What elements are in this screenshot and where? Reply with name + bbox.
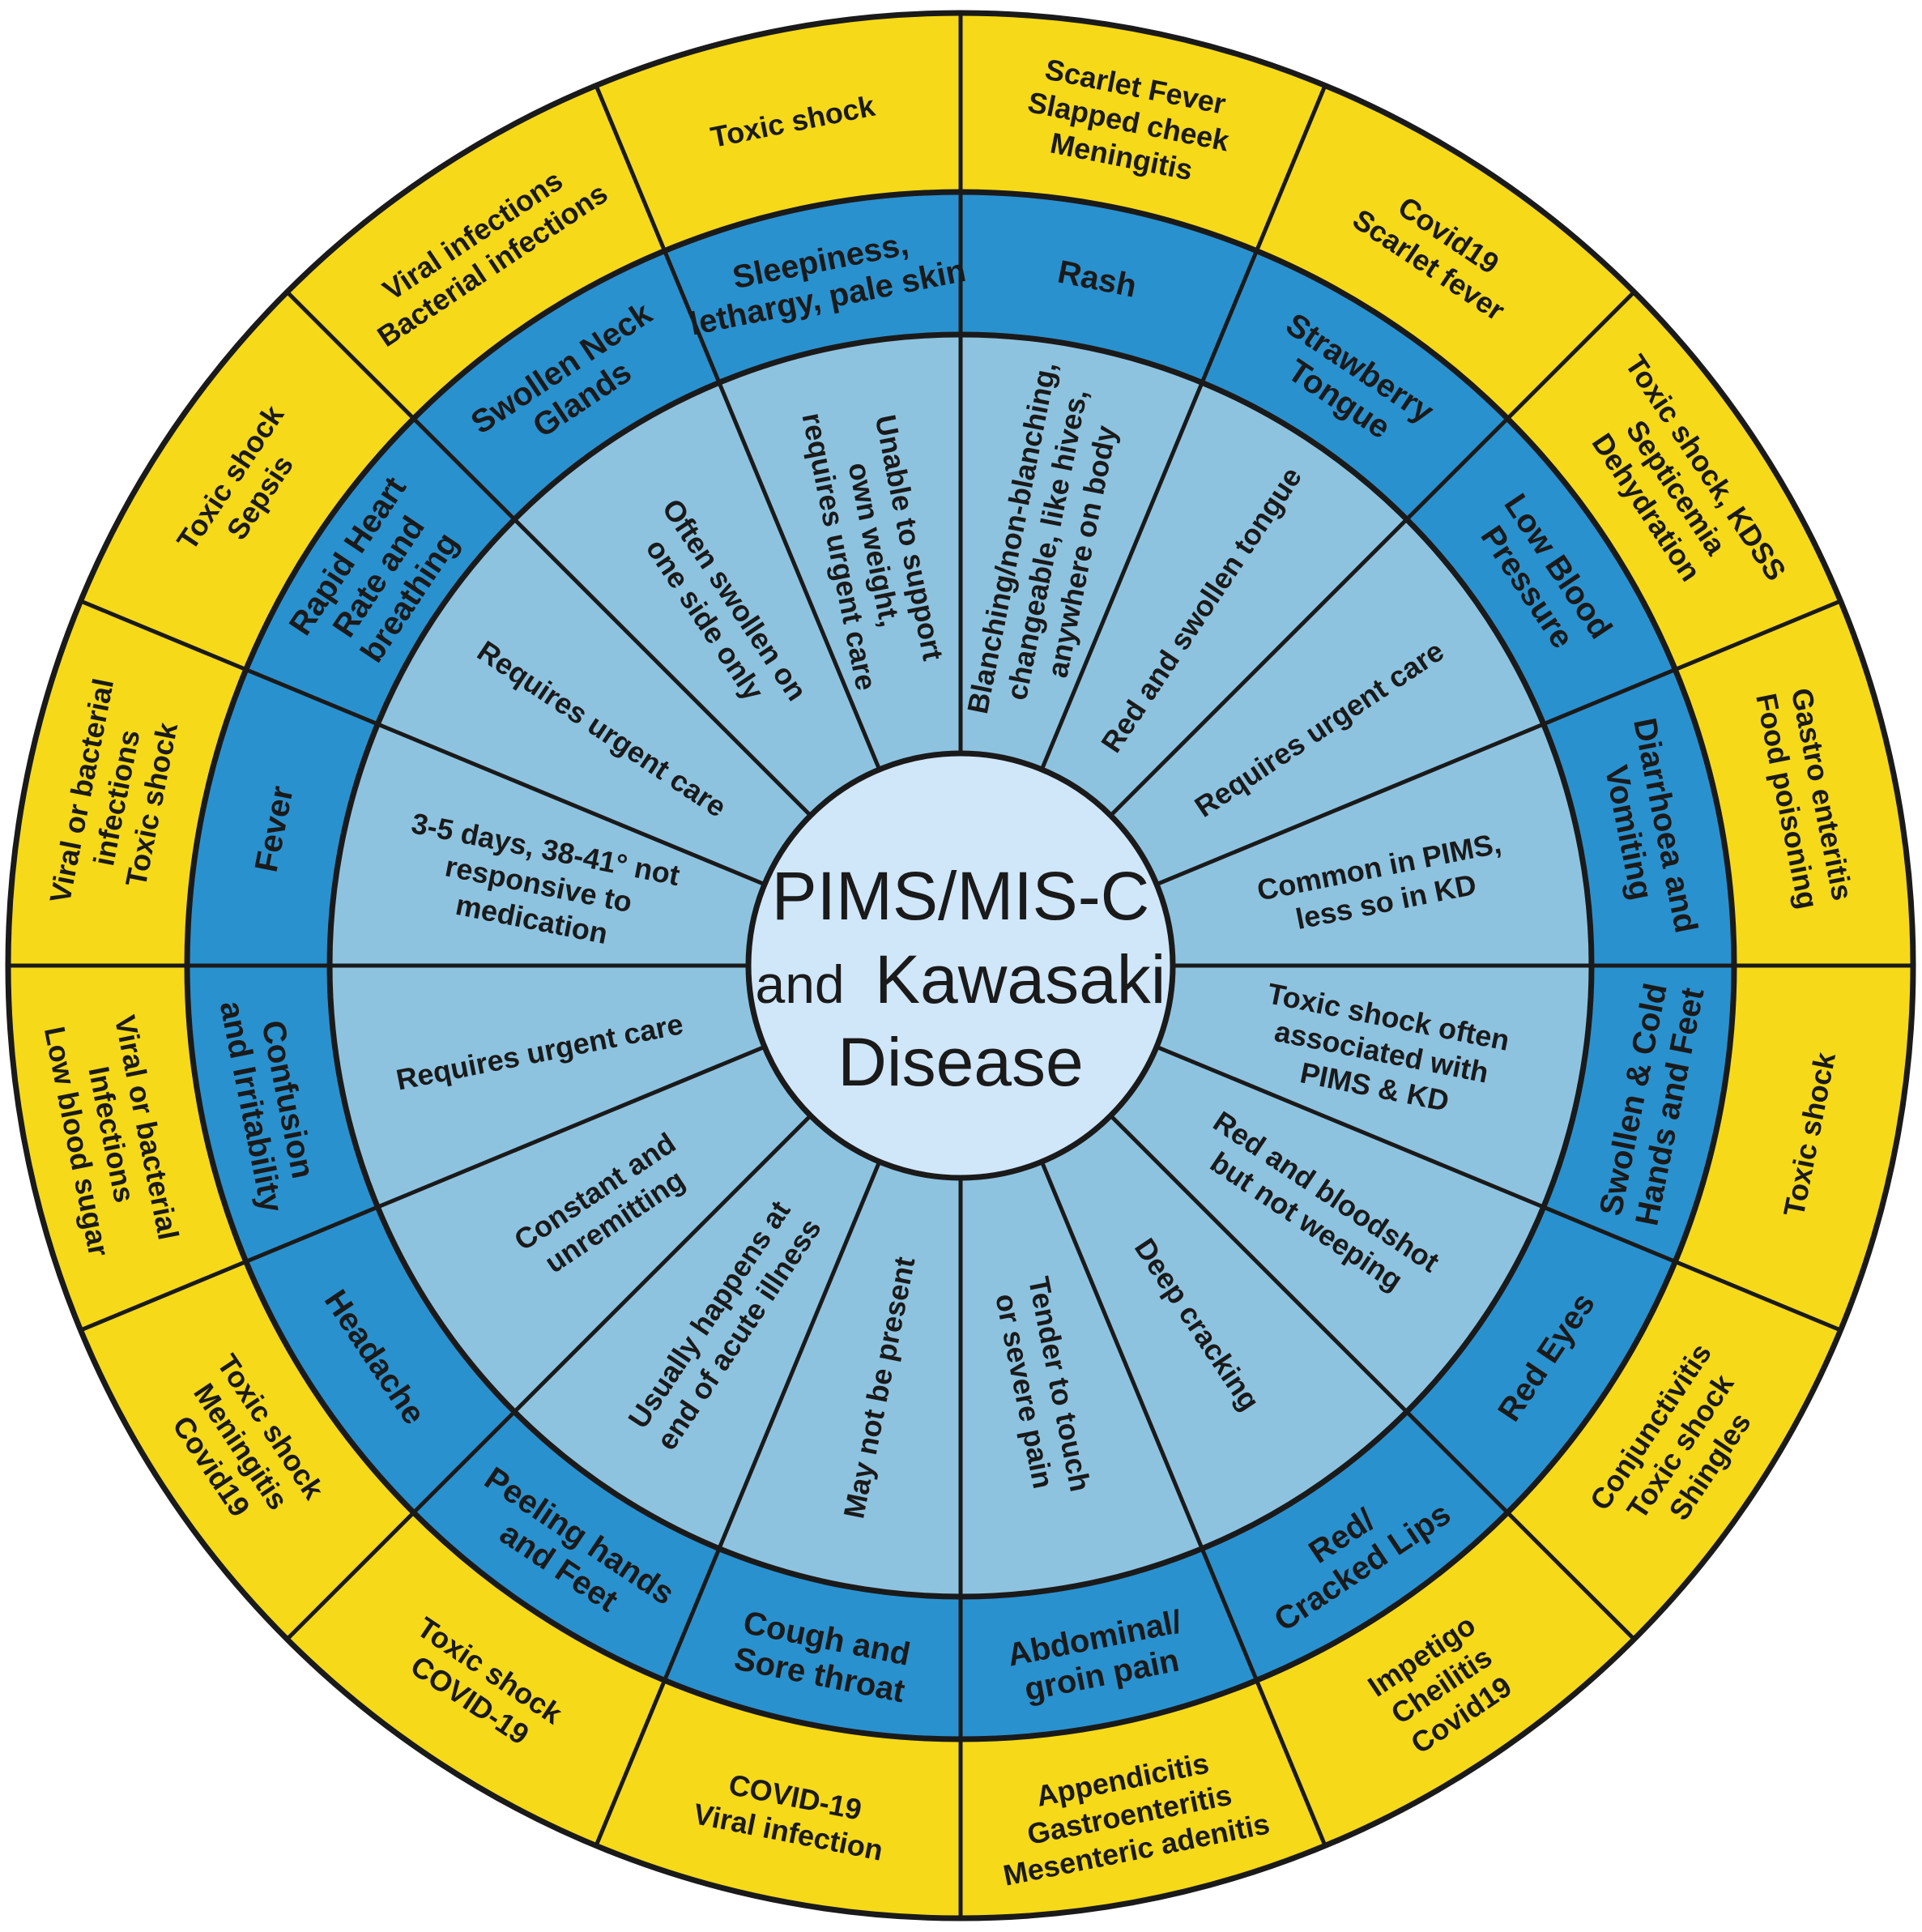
detail-divider (717, 1161, 882, 1550)
detail-cell (330, 966, 765, 1208)
center-circle (745, 750, 1176, 1181)
symptom-divider (1200, 249, 1259, 384)
symptom-cell (413, 1411, 719, 1681)
differentials-cell (1675, 966, 1913, 1331)
differentials-cell (287, 85, 665, 419)
symptom-cell (1202, 250, 1508, 520)
differentials-cell (1507, 292, 1841, 670)
detail-divider (1109, 518, 1408, 817)
detail-cell (377, 519, 811, 885)
differentials-cell (1507, 1261, 1841, 1640)
detail-cell (1110, 1047, 1544, 1412)
center-title-line2: and Kawasaki (756, 941, 1166, 1017)
differentials-cell (595, 13, 961, 251)
differentials-cell (1675, 600, 1913, 966)
detail-divider (1109, 1114, 1408, 1414)
symptom-divider (1542, 667, 1677, 727)
center-title-line3: Disease (837, 1024, 1083, 1100)
differentials-cell (595, 1680, 961, 1918)
symptom-cell (187, 966, 378, 1262)
differentials-cell (961, 13, 1326, 251)
differentials-cell (961, 1680, 1326, 1918)
detail-cell (1110, 519, 1544, 885)
symptom-cell (664, 192, 961, 383)
differentials-divider (285, 290, 416, 420)
detail-cell (377, 1047, 811, 1412)
symptom-cell (1406, 418, 1676, 724)
detail-cell (514, 1115, 880, 1549)
detail-cell (961, 335, 1203, 770)
differentials-cell (1256, 1512, 1634, 1846)
detail-divider (717, 382, 882, 770)
symptom-cell (1543, 669, 1734, 966)
symptom-cell (245, 1207, 515, 1513)
detail-cell (1157, 966, 1592, 1208)
wheel-rings (8, 13, 1913, 1918)
detail-divider (1039, 382, 1204, 770)
detail-divider (513, 1114, 812, 1414)
center-title-kawasaki: Kawasaki (875, 941, 1166, 1017)
detail-divider (377, 1044, 765, 1209)
differentials-cell (1256, 85, 1634, 419)
differentials-divider (594, 1679, 667, 1847)
differentials-divider (79, 599, 247, 672)
symptom-divider (245, 667, 379, 727)
detail-cell (1042, 1115, 1407, 1549)
differentials-cell (80, 292, 414, 670)
center-title-and: and (756, 954, 845, 1014)
detail-divider (1039, 1161, 1204, 1550)
detail-cell (718, 1162, 961, 1597)
detail-cell (330, 723, 765, 966)
symptom-divider (1200, 1547, 1259, 1682)
differentials-divider (594, 84, 667, 252)
differentials-divider (285, 1511, 416, 1641)
differentials-divider (1506, 1511, 1636, 1641)
segment-dividers (5, 10, 1916, 1921)
detail-divider (513, 518, 812, 817)
differentials-divider (1674, 1260, 1842, 1333)
detail-divider (1156, 1044, 1545, 1209)
detail-divider (377, 722, 765, 887)
symptom-divider (411, 1410, 516, 1515)
symptom-cell (245, 418, 515, 724)
symptom-cell (1406, 1207, 1676, 1513)
symptom-divider (1405, 1410, 1510, 1515)
differentials-cell (8, 600, 246, 966)
differentials-cell (80, 1261, 414, 1640)
detail-cell (514, 382, 880, 816)
differentials-cell (287, 1512, 665, 1846)
symptom-cell (187, 669, 378, 966)
differentials-divider (79, 1260, 247, 1333)
detail-divider (1156, 722, 1545, 887)
differentials-divider (1255, 1679, 1328, 1847)
detail-cell (961, 1162, 1203, 1597)
differentials-divider (1674, 599, 1842, 672)
symptom-cell (961, 1548, 1257, 1739)
symptom-divider (663, 1547, 722, 1682)
detail-cell (718, 335, 961, 770)
symptom-divider (245, 1205, 379, 1264)
differentials-cell (8, 966, 246, 1331)
detail-cell (1157, 723, 1592, 966)
symptom-divider (411, 416, 516, 521)
detail-cell (1042, 382, 1407, 816)
differentials-divider (1255, 84, 1328, 252)
symptom-cell (664, 1548, 961, 1739)
symptom-divider (1542, 1205, 1677, 1264)
symptom-cell (1543, 966, 1734, 1262)
center-title-line1: PIMS/MIS-C (772, 858, 1150, 934)
differentials-divider (1506, 290, 1636, 420)
center-hub: PIMS/MIS-C and Kawasaki Disease (745, 750, 1176, 1181)
symptom-cell (1202, 1411, 1508, 1681)
symptom-divider (1405, 416, 1510, 521)
symptom-cell (961, 192, 1257, 383)
symptom-cell (413, 250, 719, 520)
symptom-divider (663, 249, 722, 384)
